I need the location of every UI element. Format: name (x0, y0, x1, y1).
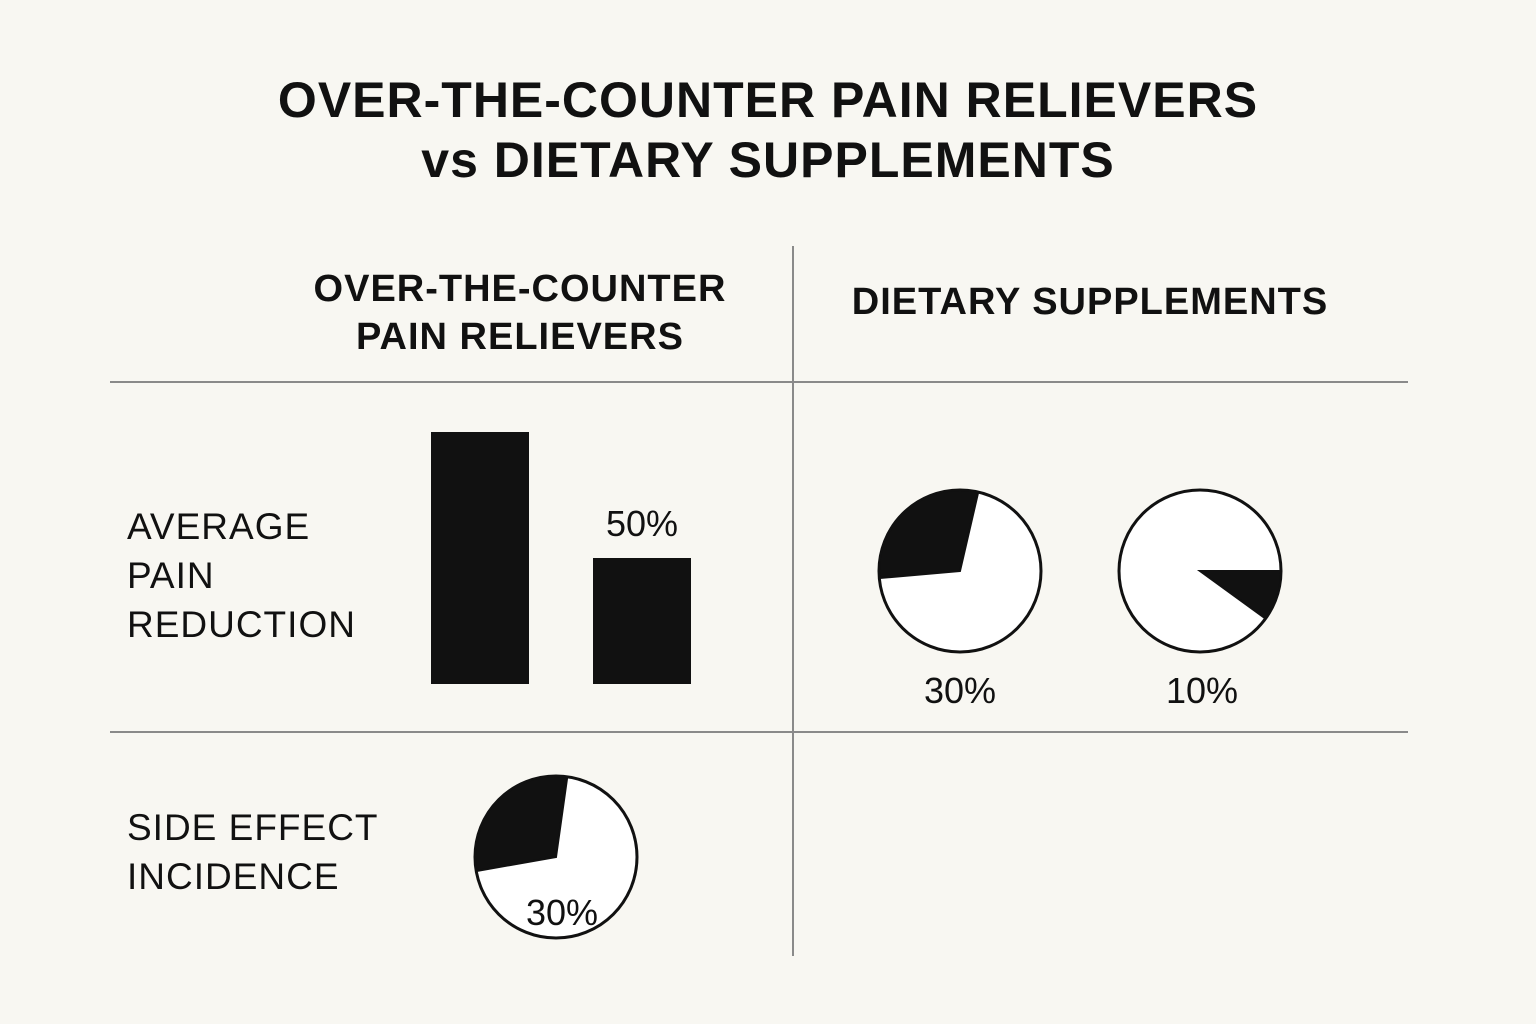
divider-column (792, 246, 794, 956)
chart-title: OVER-THE-COUNTER PAIN RELIEVERS vs DIETA… (0, 70, 1536, 190)
chart-title-line-2: vs DIETARY SUPPLEMENTS (421, 132, 1115, 188)
column-header-supplements: DIETARY SUPPLEMENTS (800, 278, 1380, 326)
row-label-side-effect: SIDE EFFECT INCIDENCE (127, 803, 379, 901)
pie-2-label: 10% (1166, 670, 1238, 711)
bar-value-label-2: 50% (606, 503, 678, 544)
row-label-side-line-1: SIDE EFFECT (127, 807, 379, 848)
column-header-otc-line-1: OVER-THE-COUNTER (313, 268, 727, 310)
row-label-pain-line-2: PAIN (127, 555, 215, 596)
column-header-supplements-line-1: DIETARY SUPPLEMENTS (851, 281, 1329, 323)
pie-2-slice (1196, 570, 1283, 621)
row-label-pain-line-1: AVERAGE (127, 506, 311, 547)
row-label-side-line-2: INCIDENCE (127, 856, 340, 897)
chart-title-line-1: OVER-THE-COUNTER PAIN RELIEVERS (277, 72, 1259, 128)
bar-1 (431, 432, 529, 684)
bar-2 (593, 558, 691, 684)
row-label-pain-reduction: AVERAGE PAIN REDUCTION (127, 502, 356, 649)
divider-header (110, 381, 1408, 383)
column-header-otc-line-2: PAIN RELIEVERS (356, 316, 684, 358)
pie-1-label: 30% (924, 670, 996, 711)
pie-3-label: 30% (526, 892, 598, 933)
divider-row (110, 731, 1408, 733)
column-header-otc: OVER-THE-COUNTER PAIN RELIEVERS (250, 265, 790, 361)
pie-3-slice (474, 775, 569, 873)
row-label-pain-line-3: REDUCTION (127, 604, 356, 645)
pie-1-slice (878, 489, 980, 580)
